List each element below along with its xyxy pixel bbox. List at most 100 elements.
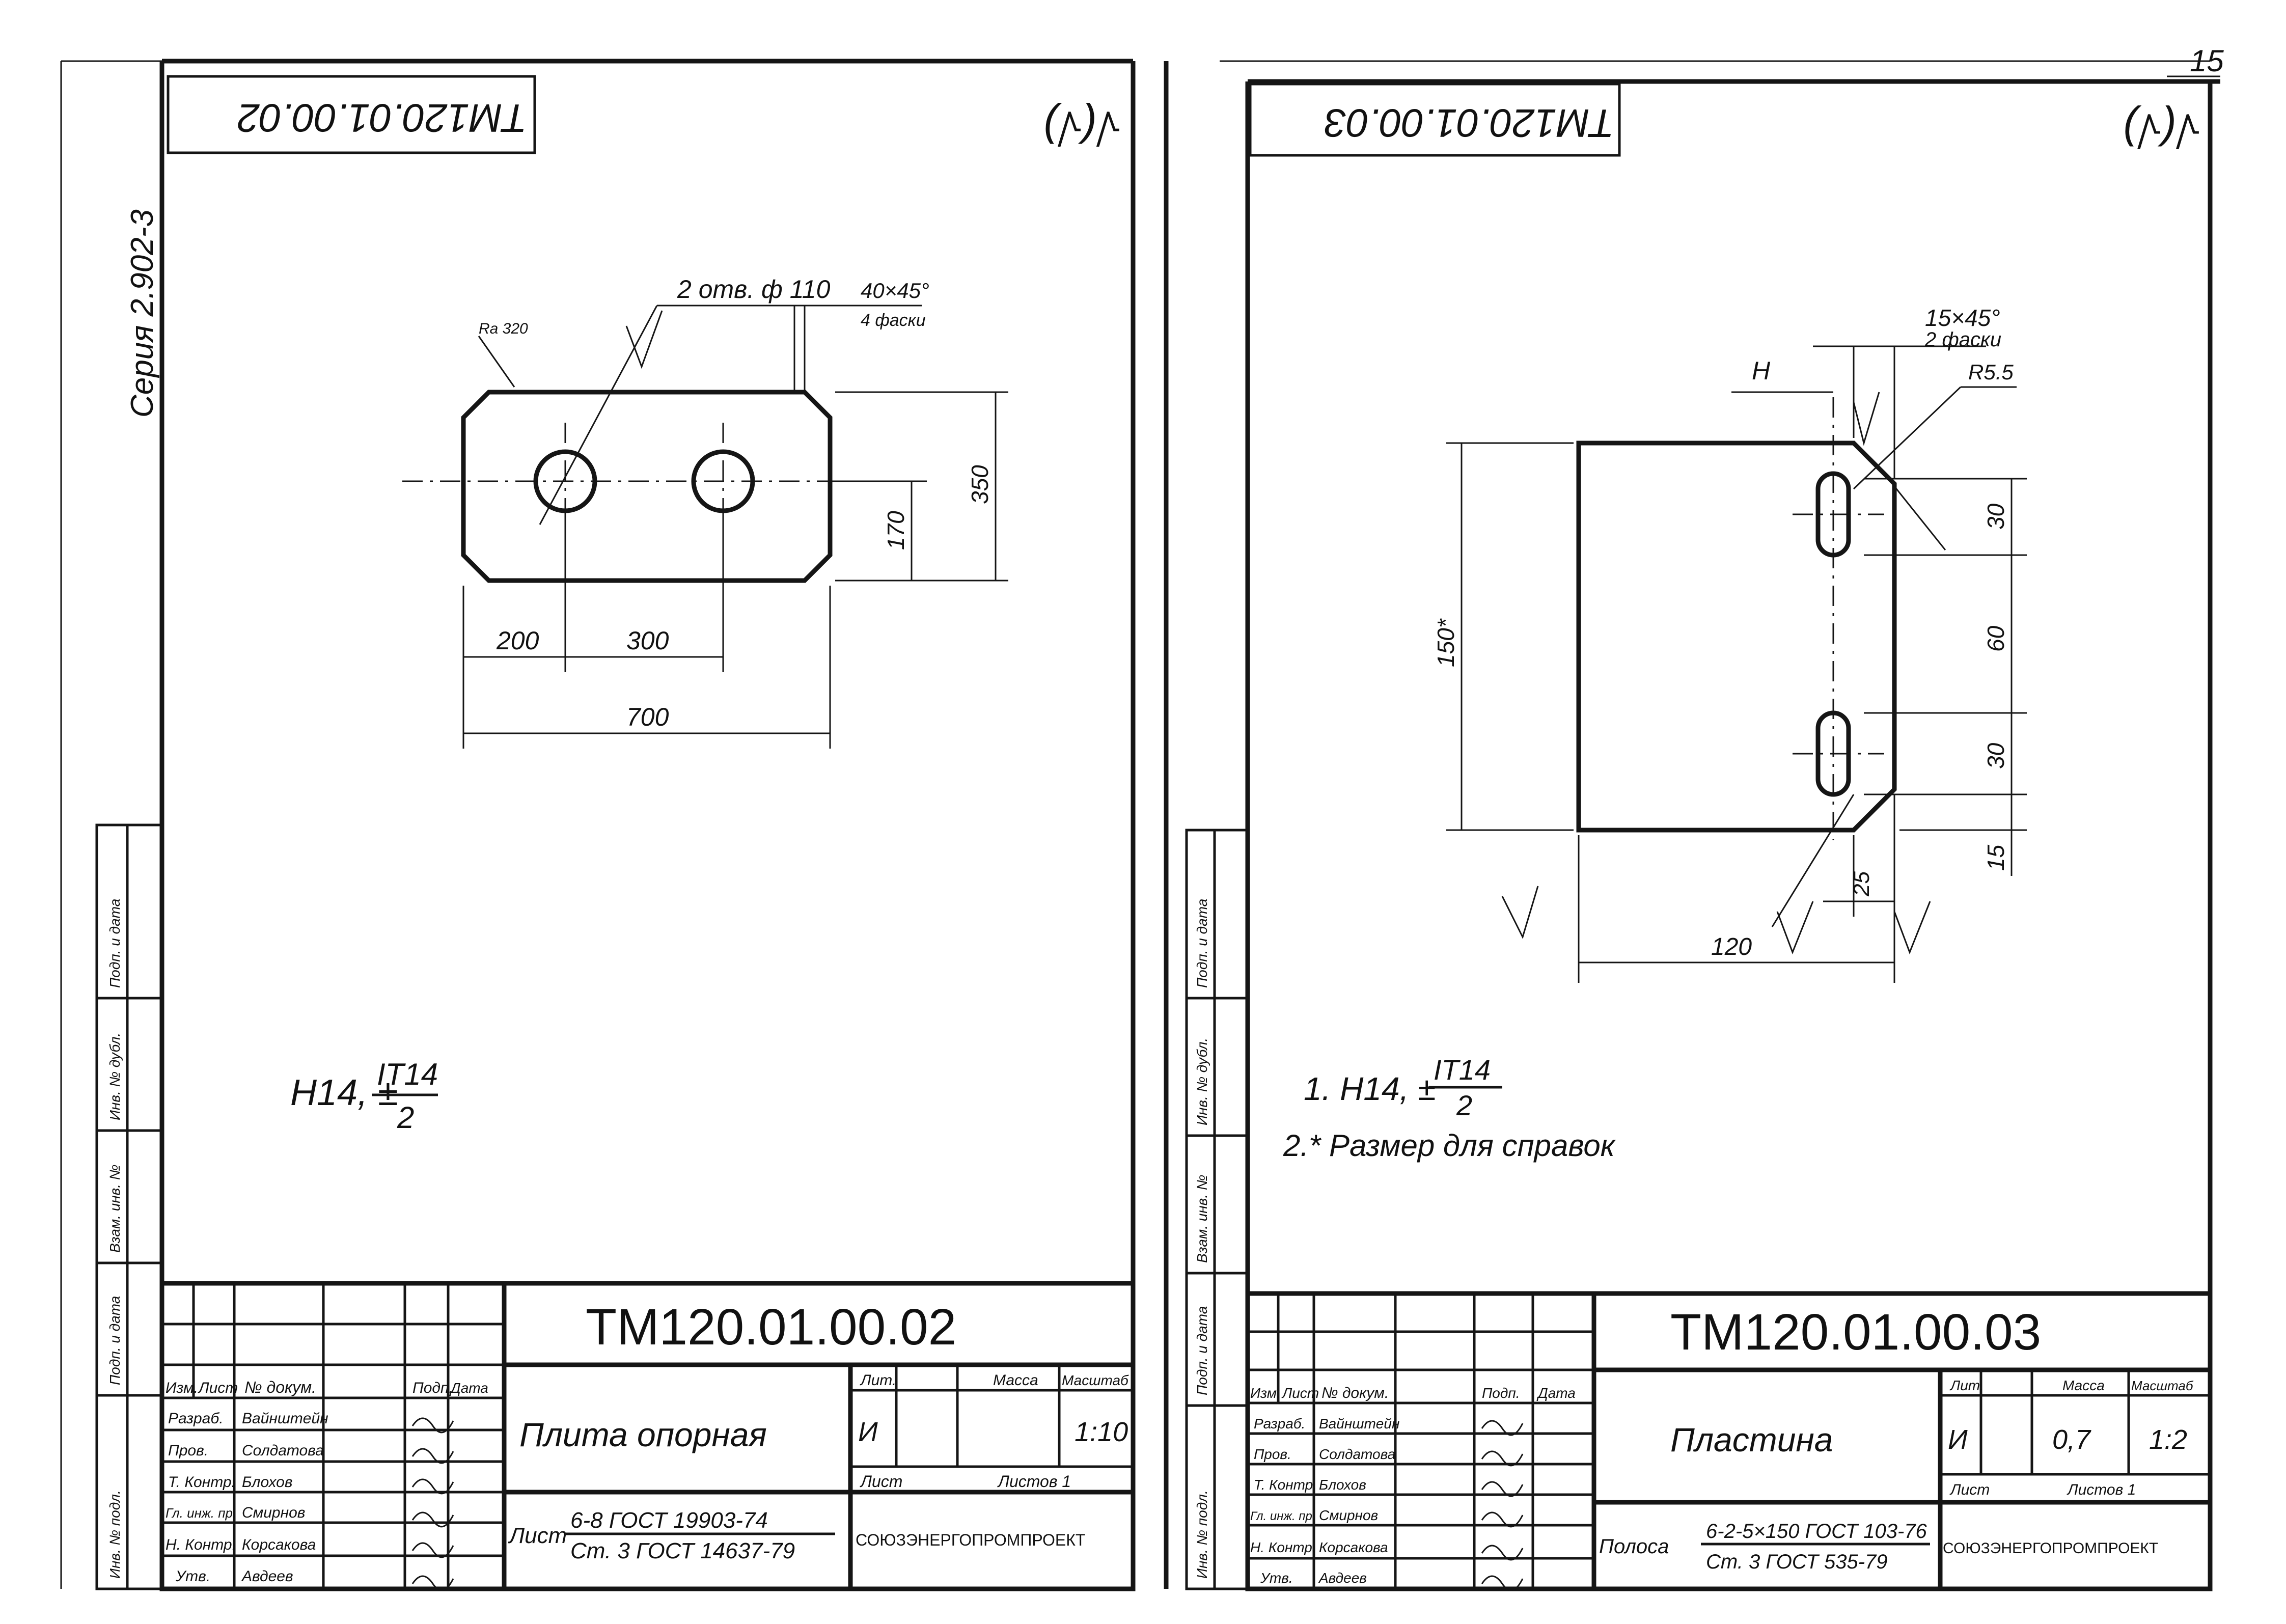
sheet-label: Лист (1949, 1481, 1990, 1498)
table-head: Лит. (860, 1372, 896, 1389)
title-block-right: Изм. Лист № докум. Подп. Дата Разраб. Пр… (1245, 1291, 2213, 1591)
sheets-label: Листов 1 (997, 1472, 1071, 1491)
tolerance-fraction-top: IT14 (1434, 1054, 1491, 1086)
side-stamp-label: Подп. и дата (107, 899, 123, 988)
table-head: Дата (449, 1380, 488, 1396)
side-stamp-right: Подп. и дата Инв. № дубл. Взам. инв. № П… (1185, 829, 1249, 1590)
staff-name: Смирнов (1319, 1507, 1378, 1523)
title-code: ТМ120.01.00.02 (586, 1299, 956, 1356)
staff-role: Т. Контр. (1254, 1477, 1317, 1493)
table-head: Масштаб (2131, 1378, 2194, 1393)
table-head: Изм. (1250, 1385, 1281, 1401)
table-head: № докум. (244, 1378, 316, 1396)
staff-name: Блохов (1319, 1477, 1366, 1493)
dim-30b: 30 (1982, 742, 2009, 769)
lit-value: И (1948, 1424, 1968, 1455)
material-line: 6-8 ГОСТ 19903-74 (570, 1508, 768, 1533)
staff-name: Авдеев (241, 1568, 293, 1585)
dim-300: 300 (626, 626, 669, 655)
material-prefix: Лист (508, 1523, 567, 1548)
staff-role: Утв. (175, 1568, 210, 1585)
staff-name: Вайнштейн (242, 1410, 328, 1427)
material-prefix: Полоса (1599, 1535, 1669, 1558)
tolerance-note: H14, ± (290, 1072, 398, 1113)
staff-name: Корсакова (1319, 1539, 1388, 1555)
table-head: Масса (2062, 1378, 2105, 1393)
chamfer-note: 4 фаски (861, 311, 926, 330)
note-reference: 2.* Размер для справок (1283, 1128, 1616, 1163)
staff-role: Пров. (1254, 1446, 1291, 1462)
table-head: Лит. (1949, 1378, 1984, 1393)
staff-role: Гл. инж. пр. (1250, 1509, 1316, 1523)
staff-role: Утв. (1260, 1570, 1293, 1586)
staff-name: Корсакова (242, 1536, 316, 1553)
chamfer-note: 2 фаски (1924, 328, 2001, 351)
dim-170: 170 (883, 511, 909, 550)
table-head: Подп. (412, 1380, 453, 1396)
dim-120: 120 (1711, 933, 1752, 960)
dim-30a: 30 (1982, 503, 2009, 530)
title-name: Пластина (1670, 1421, 1833, 1458)
side-stamp-label: Инв. № дубл. (1194, 1038, 1210, 1125)
hole-note: 2 отв. ф 110 (677, 275, 831, 304)
tolerance-fraction-top: IT14 (377, 1057, 438, 1091)
dim-H: H (1752, 356, 1771, 385)
side-stamp-label: Инв. № дубл. (107, 1033, 123, 1120)
mass-value: 0,7 (2052, 1424, 2091, 1455)
series-label: Серия 2.902-3 (125, 209, 160, 418)
sheet-right: Подп. и дата Инв. № дубл. Взам. инв. № П… (1164, 60, 2220, 1591)
staff-role: Гл. инж. пр. (166, 1505, 236, 1521)
material-line: Ст. 3 ГОСТ 535-79 (1706, 1551, 1888, 1573)
table-head: Лист (1281, 1385, 1319, 1401)
sheet-left: Подп. и дата Инв. № дубл. Взам. инв. № П… (60, 59, 1136, 1591)
staff-role: Пров. (168, 1442, 208, 1459)
title-name: Плита опорная (519, 1416, 767, 1453)
table-head: Дата (1536, 1385, 1576, 1401)
sheets-label: Листов 1 (2067, 1481, 2136, 1498)
side-stamp-label: Взам. инв. № (1194, 1175, 1210, 1263)
material-line: 6-2-5×150 ГОСТ 103-76 (1706, 1520, 1927, 1543)
table-head: Подп. (1482, 1385, 1520, 1401)
material-line: Ст. 3 ГОСТ 14637-79 (570, 1538, 795, 1563)
table-head: Лист (198, 1380, 238, 1396)
staff-role: Разраб. (168, 1410, 224, 1427)
dim-350: 350 (967, 465, 993, 504)
staff-role: Т. Контр. (168, 1474, 236, 1491)
radius-note: R5.5 (1968, 360, 2014, 384)
dim-150: 150* (1433, 618, 1459, 667)
organization: СОЮЗЭНЕРГОПРОМПРОЕКТ (1943, 1540, 2158, 1557)
side-stamp-left: Подп. и дата Инв. № дубл. Взам. инв. № П… (95, 823, 163, 1590)
staff-role: Н. Контр. (1250, 1539, 1316, 1555)
staff-role: Н. Контр. (166, 1536, 236, 1553)
dim-15: 15 (1982, 844, 2009, 871)
roughness-symbol: √(√) (1043, 102, 1120, 151)
table-head: № докум. (1321, 1385, 1389, 1401)
staff-name: Смирнов (242, 1504, 305, 1521)
chamfer-note: 15×45° (1925, 305, 2000, 331)
tolerance-fraction-bottom: 2 (397, 1100, 414, 1135)
side-stamp-label: Инв. № подл. (1194, 1490, 1210, 1579)
weld-note: Ra 320 (479, 320, 528, 337)
dim-200: 200 (496, 626, 539, 655)
side-stamp-label: Инв. № подл. (107, 1490, 123, 1579)
chamfer-note: 40×45° (861, 279, 929, 302)
dim-25: 25 (1849, 871, 1874, 897)
staff-name: Авдеев (1318, 1570, 1367, 1586)
table-head: Изм. (166, 1380, 198, 1396)
side-stamp-label: Взам. инв. № (107, 1165, 123, 1253)
scale-value: 1:2 (2149, 1424, 2187, 1455)
tolerance-fraction-bottom: 2 (1456, 1089, 1472, 1121)
drawing-code-rotated: ТМ120.01.00.02 (237, 96, 527, 141)
side-stamp-label: Подп. и дата (1194, 1306, 1210, 1395)
title-block-left: Изм. Лист № докум. Подп. Дата Разраб. Пр… (159, 1281, 1136, 1591)
drawing-code-rotated: ТМ120.01.00.03 (1325, 101, 1614, 146)
staff-role: Разраб. (1254, 1416, 1305, 1432)
scale-value: 1:10 (1075, 1417, 1128, 1447)
staff-name: Солдатова (242, 1442, 324, 1459)
sheet-label: Лист (860, 1472, 902, 1491)
lit-value: И (858, 1417, 878, 1447)
staff-name: Вайнштейн (1319, 1416, 1399, 1432)
staff-name: Блохов (242, 1474, 292, 1491)
tolerance-note: 1. H14, ± (1304, 1070, 1436, 1107)
